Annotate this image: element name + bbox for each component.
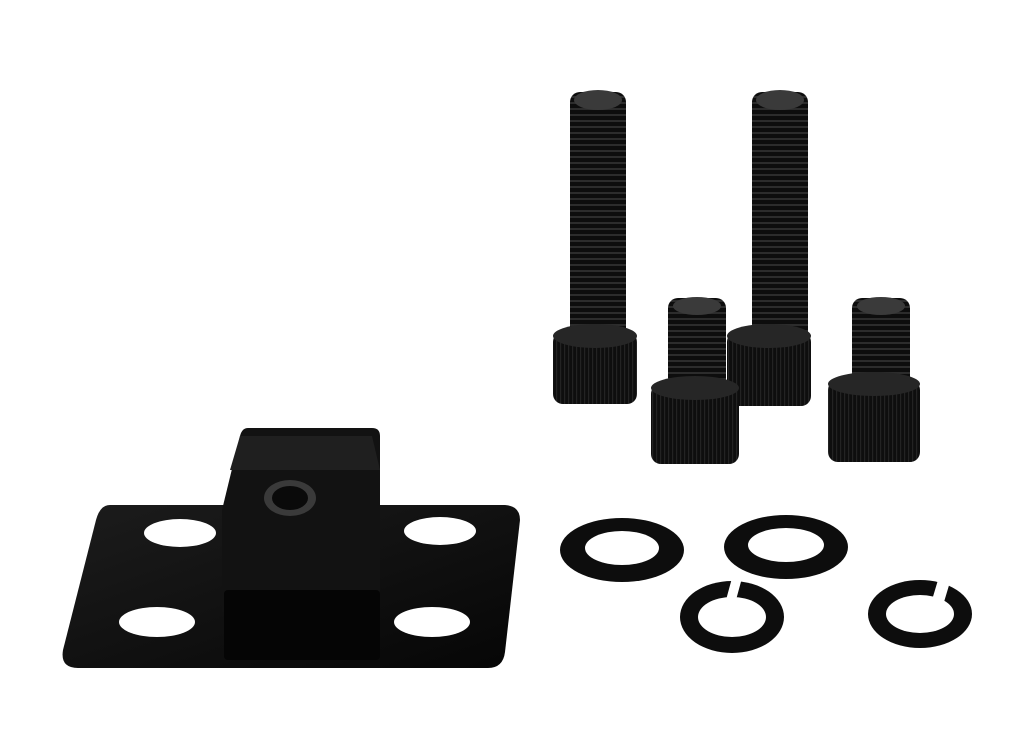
long-cap-screw-icon xyxy=(553,90,637,404)
flat-washer-icon xyxy=(560,518,684,582)
long-cap-screw-icon xyxy=(727,90,811,406)
split-lock-washer-icon xyxy=(680,578,784,653)
flat-washer-icon xyxy=(724,515,848,579)
short-cap-screw-icon xyxy=(651,297,739,464)
bracket-plate-icon xyxy=(62,428,521,668)
short-cap-screw-icon xyxy=(828,297,920,462)
split-lock-washer-icon xyxy=(868,580,972,648)
